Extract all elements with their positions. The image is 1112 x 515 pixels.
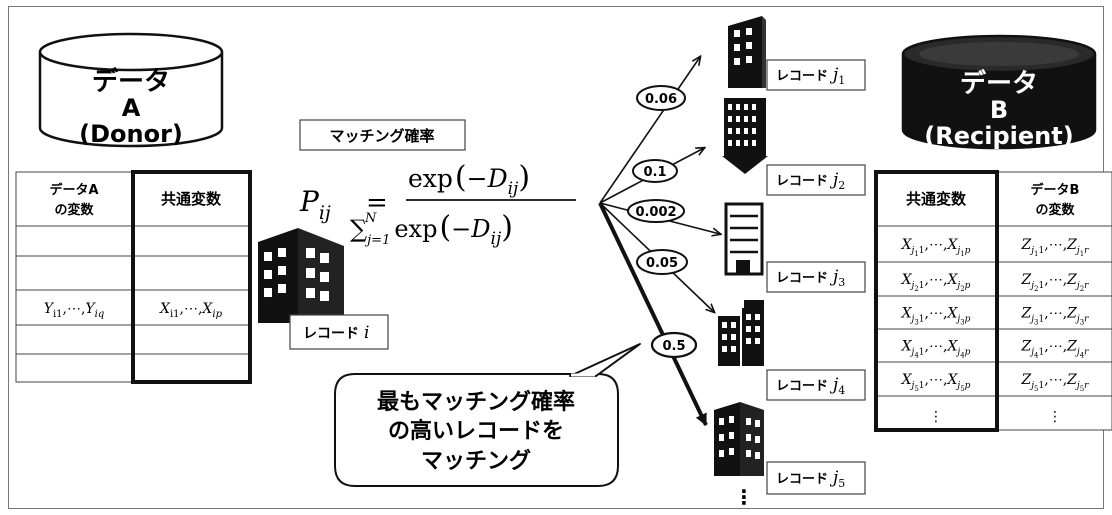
building-icon (714, 402, 764, 476)
donor-db-line1: データ (92, 66, 170, 97)
building-icon (718, 300, 764, 366)
svg-text:0.002: 0.002 (635, 205, 676, 220)
donor-db-line3: (Donor) (79, 120, 183, 148)
formula-sum-upper: N (364, 211, 377, 226)
recipient-vdots-left: ⋮ (929, 409, 943, 425)
donor-y-variables: Yi1,⋯,Yiq (44, 301, 105, 320)
more-records-ellipsis: ⋮ (734, 485, 754, 509)
probability-label: 0.5 (650, 331, 698, 359)
probability-label: 0.05 (636, 249, 688, 275)
building-icon (258, 228, 344, 323)
formula-label-text: マッチング確率 (329, 127, 434, 145)
recipient-vdots-right: ⋮ (1048, 409, 1062, 425)
recipient-b-variables: Zj11,⋯,Zj1r (1021, 237, 1090, 258)
recipient-db-line2: B (990, 96, 1008, 124)
recipient-database: データ B (Recipient) (901, 34, 1097, 150)
probability-label: 0.1 (632, 159, 678, 183)
building-icon (724, 202, 764, 276)
svg-text:0.06: 0.06 (645, 92, 677, 107)
formula-equals: = (366, 188, 388, 218)
callout-line3: マッチング (421, 448, 531, 474)
recipient-common-variables: Xj31,⋯,Xj3p (901, 306, 971, 327)
recipient-b-variables: Zj41,⋯,Zj4r (1021, 339, 1090, 360)
formula-lhs: Pij (299, 185, 331, 224)
svg-text:0.05: 0.05 (646, 256, 678, 271)
svg-text:0.5: 0.5 (662, 339, 685, 354)
donor-x-variables: Xi1,⋯,Xip (159, 301, 223, 320)
formula-numerator: exp(−Dij) (408, 160, 530, 199)
recipient-db-line3: (Recipient) (924, 122, 1073, 150)
probability-label: 0.002 (627, 199, 685, 223)
recipient-common-variables: Xj51,⋯,Xj5p (901, 372, 971, 393)
probability-labels: 0.06 0.1 0.002 0.05 0.5 (627, 85, 698, 359)
recipient-col1-header: 共通変数 (906, 190, 967, 208)
donor-database: データ A (Donor) (38, 32, 224, 148)
callout-line1: 最もマッチング確率 (377, 389, 575, 415)
building-icon (722, 98, 768, 174)
svg-text:0.1: 0.1 (643, 165, 666, 180)
recipient-col2-header-line1: データB (1031, 182, 1080, 198)
callout-line2: の高いレコードを (388, 418, 564, 444)
recipient-b-variables: Zj31,⋯,Zj3r (1021, 306, 1090, 327)
donor-col1-header-line1: データA (49, 182, 98, 198)
building-icon (728, 16, 766, 88)
recipient-col2-header-line2: の変数 (1035, 202, 1075, 218)
donor-table: データA の変数 共通変数 Yi1,⋯,Yiq Xi1,⋯,Xip (15, 170, 252, 384)
recipient-common-variables: Xj21,⋯,Xj2p (901, 272, 971, 293)
donor-col1-header-line2: の変数 (54, 202, 94, 218)
donor-db-line2: A (122, 94, 141, 122)
formula-label: マッチング確率 (299, 119, 466, 151)
callout-bubble: 最もマッチング確率 の高いレコードを マッチング (334, 343, 641, 487)
matching-arrows (598, 57, 720, 426)
recipient-b-variables: Zj51,⋯,Zj5r (1021, 372, 1090, 393)
probability-label: 0.06 (636, 85, 686, 111)
donor-col2-header: 共通変数 (161, 190, 222, 208)
recipient-table: 共通変数 データB の変数 Xj11,⋯,Xj1p Zj11,⋯,Zj1rXj21… (874, 170, 1112, 432)
recipient-db-line1: データ (960, 68, 1038, 99)
recipient-common-variables: Xj11,⋯,Xj1p (901, 237, 971, 258)
recipient-common-variables: Xj41,⋯,Xj4p (901, 339, 971, 360)
recipient-b-variables: Zj21,⋯,Zj2r (1021, 272, 1090, 293)
